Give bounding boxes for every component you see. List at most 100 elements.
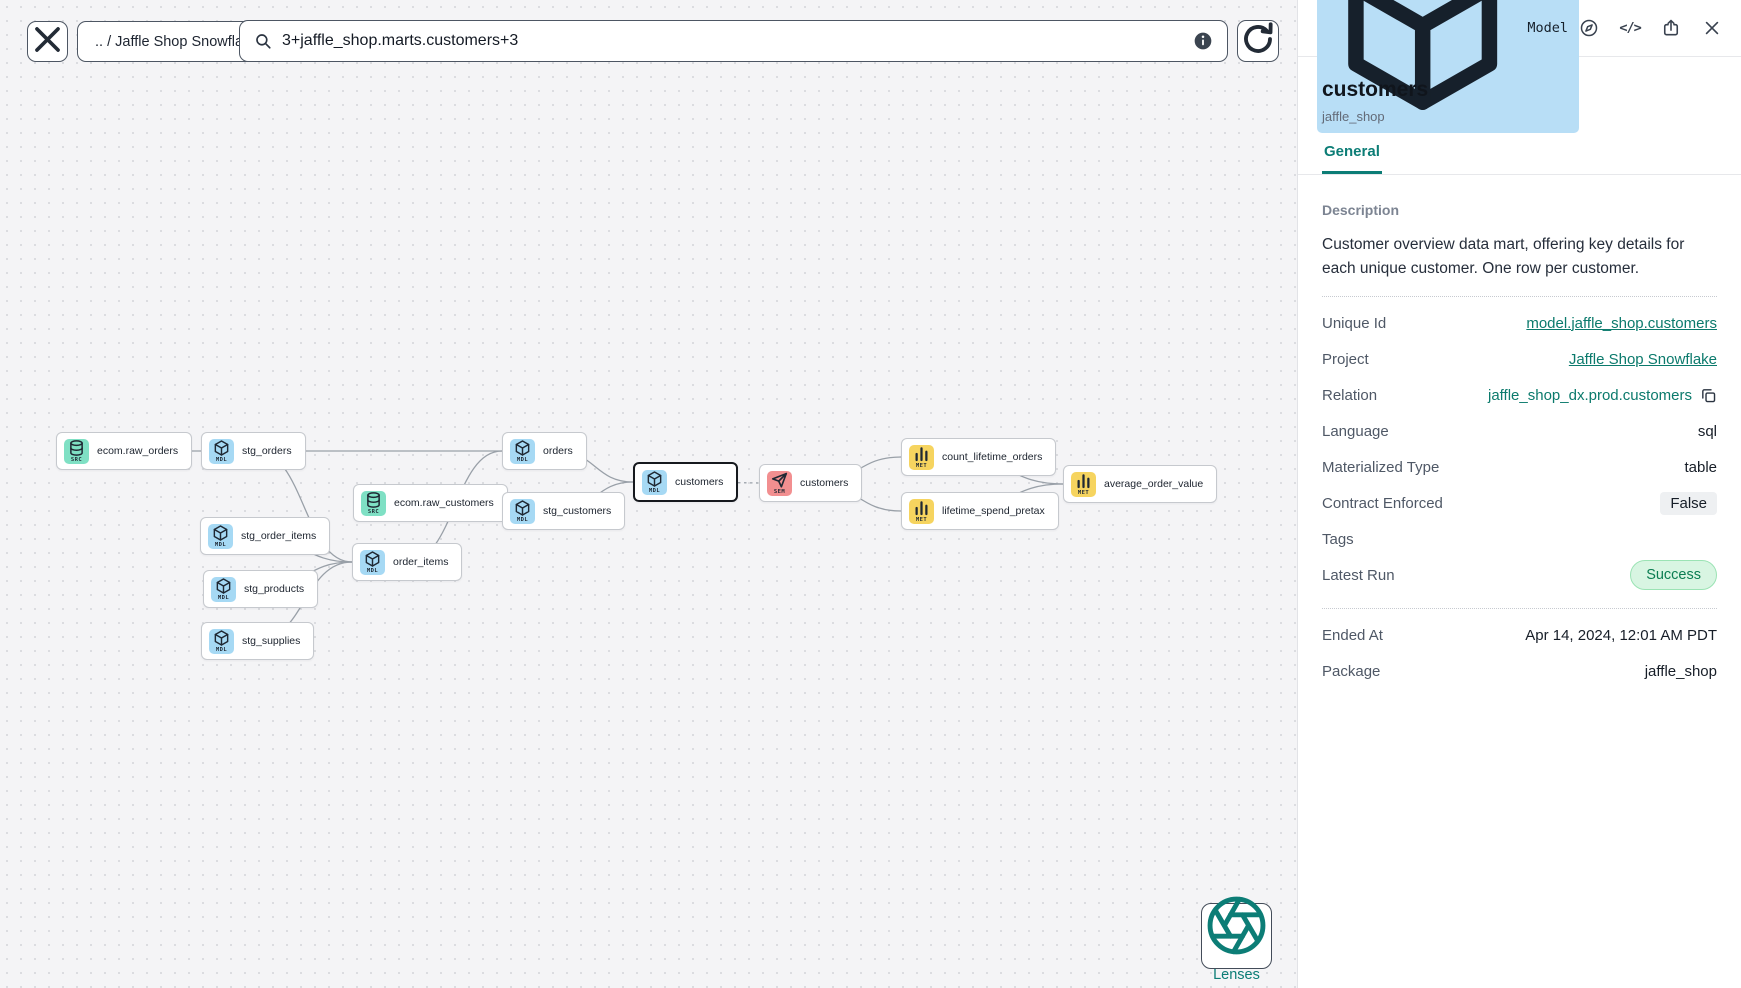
source-icon: SRC bbox=[361, 490, 386, 516]
metric-icon: MET bbox=[1071, 471, 1096, 497]
model-icon: MDL bbox=[510, 438, 535, 464]
field-row-contract-enforced: Contract Enforced False bbox=[1322, 485, 1717, 521]
field-value: Apr 14, 2024, 12:01 AM PDT bbox=[1525, 626, 1717, 644]
resource-type-label: Model bbox=[1527, 20, 1568, 36]
node-label: stg_products bbox=[244, 583, 305, 595]
model-icon: MDL bbox=[642, 469, 667, 495]
info-icon[interactable] bbox=[1193, 31, 1213, 51]
source-icon: SRC bbox=[64, 438, 89, 464]
page-title: customers bbox=[1322, 78, 1429, 101]
panel-close-icon[interactable] bbox=[1702, 18, 1722, 38]
package-subtitle: jaffle_shop bbox=[1322, 109, 1385, 124]
model-icon: MDL bbox=[211, 576, 236, 602]
lenses-button[interactable]: Lenses bbox=[1201, 896, 1272, 983]
field-value: jaffle_shop bbox=[1644, 662, 1717, 680]
node-label: orders bbox=[543, 445, 573, 457]
lineage-node-stg_customers[interactable]: MDL stg_customers bbox=[502, 492, 626, 530]
lineage-node-stg_supplies[interactable]: MDL stg_supplies bbox=[201, 622, 315, 660]
field-value-badge: False bbox=[1660, 491, 1717, 515]
node-label: ecom.raw_customers bbox=[394, 497, 494, 509]
description-text: Customer overview data mart, offering ke… bbox=[1322, 236, 1685, 278]
lineage-node-lifetime_spend_pretax[interactable]: MET lifetime_spend_pretax bbox=[901, 492, 1059, 530]
details-panel: Model </> customers jaffle_shop General … bbox=[1297, 0, 1741, 988]
field-row-language: Language sql bbox=[1322, 413, 1717, 449]
field-label: Materialized Type bbox=[1322, 458, 1440, 476]
copy-icon[interactable] bbox=[1700, 387, 1717, 404]
lenses-label: Lenses bbox=[1213, 967, 1260, 983]
node-label: stg_order_items bbox=[241, 530, 317, 542]
field-label: Package bbox=[1322, 662, 1381, 680]
field-row-package: Package jaffle_shop bbox=[1322, 653, 1717, 689]
search-input[interactable] bbox=[282, 32, 1183, 50]
resource-type-badge: Model bbox=[1317, 0, 1579, 133]
field-label: Tags bbox=[1322, 530, 1354, 548]
field-row-unique-id: Unique Id model.jaffle_shop.customers bbox=[1322, 305, 1717, 341]
lineage-node-customers_sem[interactable]: SEM customers bbox=[759, 464, 863, 502]
search-icon bbox=[254, 32, 272, 50]
lineage-node-ecom.raw_customers[interactable]: SRC ecom.raw_customers bbox=[353, 484, 508, 522]
node-label: order_items bbox=[393, 556, 449, 568]
breadcrumb[interactable]: .. / Jaffle Shop Snowflake bbox=[77, 21, 277, 62]
node-label: ecom.raw_orders bbox=[97, 445, 179, 457]
code-icon[interactable]: </> bbox=[1619, 20, 1641, 36]
field-value: sql bbox=[1697, 422, 1717, 440]
panel-tabs: General bbox=[1298, 143, 1741, 175]
model-icon: MDL bbox=[209, 438, 234, 464]
field-row-materialized-type: Materialized Type table bbox=[1322, 449, 1717, 485]
field-label: Ended At bbox=[1322, 626, 1383, 644]
model-icon: MDL bbox=[360, 549, 385, 575]
model-icon: MDL bbox=[209, 628, 234, 654]
lineage-search bbox=[239, 20, 1228, 62]
metric-icon: MET bbox=[909, 444, 934, 470]
close-icon bbox=[28, 20, 67, 64]
divider bbox=[1322, 608, 1717, 610]
node-label: customers bbox=[800, 477, 849, 489]
lineage-node-order_items[interactable]: MDL order_items bbox=[352, 543, 463, 581]
metric-icon: MET bbox=[909, 498, 934, 524]
node-label: stg_orders bbox=[242, 445, 292, 457]
field-row-relation: Relation jaffle_shop_dx.prod.customers bbox=[1322, 377, 1717, 413]
field-label: Language bbox=[1322, 422, 1389, 440]
lineage-node-stg_products[interactable]: MDL stg_products bbox=[203, 570, 319, 608]
tab-general[interactable]: General bbox=[1322, 143, 1382, 174]
field-row-tags: Tags bbox=[1322, 521, 1717, 557]
panel-header: Model </> bbox=[1298, 0, 1741, 133]
lineage-node-stg_order_items[interactable]: MDL stg_order_items bbox=[200, 517, 331, 555]
explore-icon[interactable] bbox=[1579, 18, 1599, 38]
node-label: lifetime_spend_pretax bbox=[942, 505, 1045, 517]
semantic-model-icon: SEM bbox=[767, 470, 792, 496]
lineage-node-count_lifetime_orders[interactable]: MET count_lifetime_orders bbox=[901, 438, 1057, 476]
description-label: Description bbox=[1322, 202, 1400, 218]
node-label: stg_supplies bbox=[242, 635, 301, 647]
field-value: table bbox=[1684, 458, 1717, 476]
node-label: stg_customers bbox=[543, 505, 612, 517]
field-value-link[interactable]: Jaffle Shop Snowflake bbox=[1568, 350, 1717, 368]
field-label: Unique Id bbox=[1322, 314, 1387, 332]
lineage-node-ecom.raw_orders[interactable]: SRC ecom.raw_orders bbox=[56, 432, 193, 470]
node-label: count_lifetime_orders bbox=[942, 451, 1043, 463]
divider bbox=[1322, 296, 1717, 298]
node-label: average_order_value bbox=[1104, 478, 1204, 490]
field-label: Contract Enforced bbox=[1322, 494, 1443, 512]
lineage-node-customers_model[interactable]: MDL customers bbox=[633, 462, 739, 502]
close-lineage-button[interactable] bbox=[27, 21, 68, 62]
field-value: jaffle_shop_dx.prod.customers bbox=[1487, 386, 1692, 404]
lenses-icon bbox=[1202, 889, 1271, 962]
field-value-link[interactable]: model.jaffle_shop.customers bbox=[1526, 314, 1717, 332]
refresh-button[interactable] bbox=[1237, 20, 1279, 62]
field-label: Relation bbox=[1322, 386, 1378, 404]
model-icon: MDL bbox=[510, 498, 535, 524]
lineage-node-average_order_value[interactable]: MET average_order_value bbox=[1063, 465, 1218, 503]
lineage-node-orders[interactable]: MDL orders bbox=[502, 432, 587, 470]
model-icon: MDL bbox=[208, 523, 233, 549]
model-icon bbox=[1325, 0, 1520, 128]
share-icon[interactable] bbox=[1661, 18, 1681, 38]
refresh-icon bbox=[1238, 19, 1278, 64]
lineage-node-stg_orders[interactable]: MDL stg_orders bbox=[201, 432, 306, 470]
field-label: Latest Run bbox=[1322, 566, 1395, 584]
node-label: customers bbox=[675, 476, 724, 488]
